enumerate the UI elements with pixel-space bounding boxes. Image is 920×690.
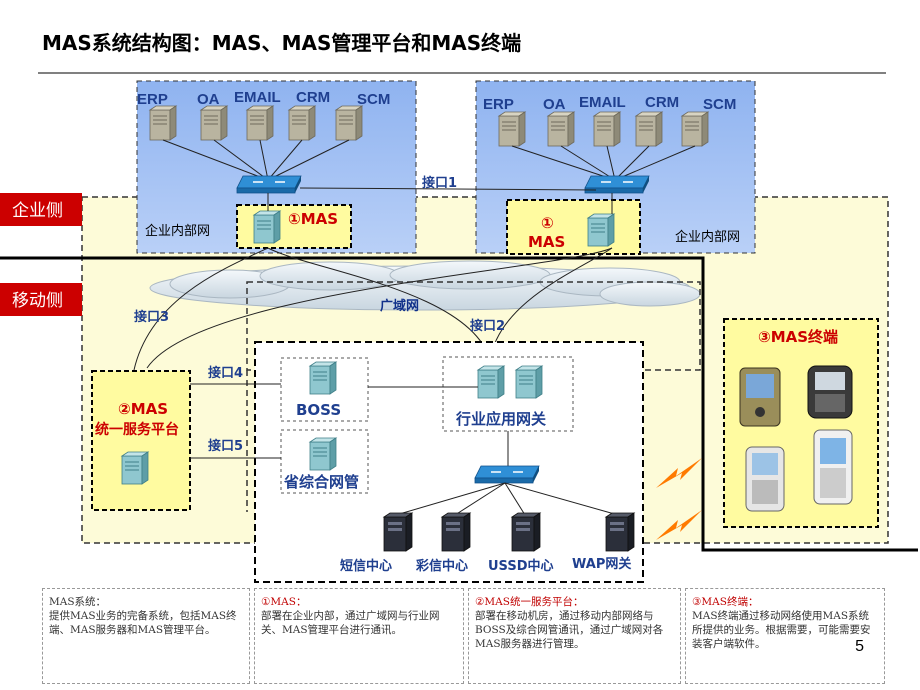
server-icon	[288, 105, 316, 141]
boss-box	[280, 357, 369, 422]
note-mas-system: MAS系统： 提供MAS业务的完备系统，包括MAS终端、MAS服务器和MAS管理…	[42, 588, 250, 684]
mas-platform-label-1: ②MAS	[118, 400, 168, 418]
wan-links	[133, 247, 613, 371]
server-icon	[593, 111, 621, 147]
right-app-links	[511, 145, 696, 181]
enterprise-side-label: 企业侧	[12, 201, 63, 221]
mms-center-label: 彩信中心	[415, 558, 468, 574]
mobile-side-tag	[0, 283, 82, 316]
note-body: MAS终端通过移动网络使用MAS系统所提供的业务。根据需要，可能需要安装客户端软…	[692, 610, 871, 650]
ussd-server-icon	[511, 512, 541, 552]
server-icon	[547, 111, 575, 147]
right-mas-label-1: ①	[541, 214, 554, 232]
left-app-crm: CRM	[296, 89, 330, 106]
left-app-erp: ERP	[137, 91, 168, 108]
right-app-erp: ERP	[483, 96, 514, 113]
left-app-links	[162, 139, 350, 181]
left-app-scm: SCM	[357, 91, 390, 108]
ussd-center-label: USSD中心	[488, 558, 554, 574]
interface4-label: 接口4	[208, 365, 243, 381]
right-app-oa: OA	[543, 96, 566, 113]
phone-icon	[745, 446, 785, 512]
phone-icon	[807, 365, 853, 419]
left-internal-net-label: 企业内部网	[145, 223, 210, 239]
note-terminal: ③MAS终端： MAS终端通过移动网络使用MAS系统所提供的业务。根据需要，可能…	[685, 588, 885, 684]
note-title: ②MAS统一服务平台：	[475, 596, 584, 608]
interface1-label: 接口1	[422, 175, 457, 191]
mas-platform-box	[91, 370, 191, 511]
note-title: ①MAS：	[261, 596, 307, 608]
left-mas-server-icon	[253, 210, 281, 244]
provincial-server-icon	[309, 437, 337, 471]
center-switch-icon	[474, 465, 540, 484]
page-title: MAS系统结构图：MAS、MAS管理平台和MAS终端	[42, 31, 521, 55]
wan-cloud	[149, 260, 701, 311]
server-icon	[635, 111, 663, 147]
right-mas-label-2: MAS	[528, 233, 565, 251]
left-app-email: EMAIL	[234, 89, 281, 106]
mas-platform-server-icon	[121, 451, 149, 485]
sms-center-label: 短信中心	[340, 558, 392, 574]
enterprise-side-tag	[0, 193, 82, 226]
note-mas: ①MAS： 部署在企业内部，通过广域网与行业网关、MAS管理平台进行通讯。	[254, 588, 464, 684]
provincial-label: 省综合网管	[283, 473, 359, 491]
phone-icon	[739, 367, 781, 427]
note-title: MAS系统：	[49, 596, 107, 608]
server-icon	[200, 105, 228, 141]
right-mas-server-icon	[587, 213, 615, 247]
mas-terminal-label: ③MAS终端	[758, 328, 838, 346]
sms-server-icon	[383, 512, 413, 552]
mas-platform-label-2: 统一服务平台	[95, 421, 179, 438]
provincial-box	[280, 429, 369, 494]
left-app-labels: ERP OA EMAIL CRM SCM	[137, 89, 390, 108]
center-labels: 短信中心 彩信中心 USSD中心 WAP网关	[340, 556, 631, 574]
server-icon	[498, 111, 526, 147]
center-links	[395, 482, 619, 516]
server-icon	[681, 111, 709, 147]
boss-label: BOSS	[296, 401, 341, 419]
mobile-boundary-line	[0, 256, 918, 552]
server-icon	[149, 105, 177, 141]
right-app-email: EMAIL	[579, 94, 626, 111]
gateway-label: 行业应用网关	[455, 410, 546, 428]
server-icon	[335, 105, 363, 141]
wap-server-icon	[605, 512, 635, 552]
gateway-server-icon	[477, 365, 505, 399]
right-app-labels: ERP OA EMAIL CRM SCM	[483, 94, 736, 113]
left-switch-icon	[236, 175, 302, 194]
wan-label: 广域网	[380, 298, 419, 314]
note-platform: ②MAS统一服务平台： 部署在移动机房，通过移动内部网络与BOSS及综合网管通讯…	[468, 588, 681, 684]
phone-icon	[813, 429, 853, 505]
note-body: 部署在企业内部，通过广域网与行业网关、MAS管理平台进行通讯。	[261, 610, 440, 636]
wap-gateway-label: WAP网关	[572, 556, 631, 572]
mms-server-icon	[441, 512, 471, 552]
server-icon	[246, 105, 274, 141]
boss-server-icon	[309, 361, 337, 395]
interface5-label: 接口5	[208, 438, 243, 454]
note-body: 提供MAS业务的完备系统，包括MAS终端、MAS服务器和MAS管理平台。	[49, 610, 237, 636]
note-title: ③MAS终端：	[692, 596, 759, 608]
left-mas-label: ①MAS	[288, 210, 338, 228]
note-body: 部署在移动机房，通过移动内部网络与BOSS及综合网管通讯，通过广域网对各MAS服…	[475, 610, 664, 650]
left-app-oa: OA	[197, 91, 220, 108]
right-app-scm: SCM	[703, 96, 736, 113]
interface3-label: 接口3	[134, 309, 169, 325]
interface2-label: 接口2	[470, 318, 505, 334]
right-mas-box	[506, 199, 641, 255]
page-number: 5	[855, 638, 864, 655]
right-app-crm: CRM	[645, 94, 679, 111]
interface1-line	[299, 187, 597, 191]
gateway-server-icon	[515, 365, 543, 399]
right-internal-net-label: 企业内部网	[675, 229, 740, 245]
mobile-side-label: 移动侧	[12, 291, 63, 311]
